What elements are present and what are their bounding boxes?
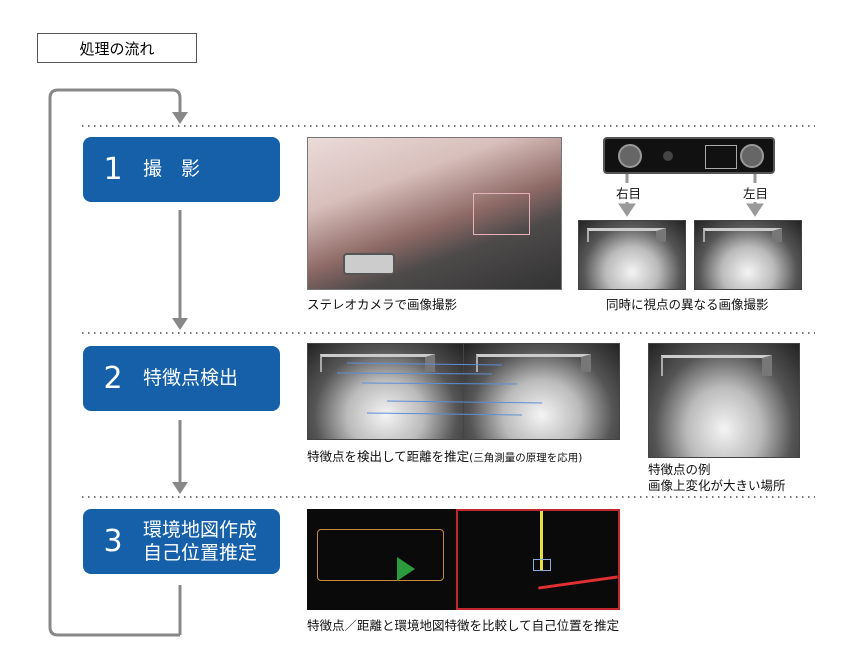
step-label: 自己位置推定: [143, 541, 258, 564]
trajectory-path: [317, 529, 444, 581]
example-caption-1: 特徴点の例: [648, 462, 711, 477]
detection-caption: 特徴点を検出して距離を推定(三角測量の原理を応用): [307, 446, 582, 465]
arrow-down-icon: [618, 203, 636, 217]
page-title: 処理の流れ: [37, 33, 197, 63]
render-caption: ステレオカメラで画像撮影: [307, 297, 458, 312]
step-label: 特徴点検出: [143, 367, 239, 389]
path-line: [540, 511, 543, 571]
right-eye-photo: [578, 220, 686, 290]
arrow-down-icon: [172, 482, 188, 494]
step-label: 撮 影: [143, 158, 201, 180]
step-1-box: 1 撮 影: [83, 137, 280, 202]
left-eye-label: 左目: [743, 183, 769, 202]
step-label: 環境地図作成: [143, 518, 258, 541]
camera-frustum-icon: [397, 557, 415, 581]
left-eye-photo: [694, 220, 802, 290]
example-caption-2: 画像上変化が大きい場所: [648, 478, 786, 493]
robot-icon: [343, 253, 395, 275]
step-number: 2: [103, 361, 123, 396]
scan-line: [538, 575, 618, 590]
localization-caption: 特徴点／距離と環境地図特徴を比較して自己位置を推定: [307, 618, 620, 633]
right-lens-icon: [618, 144, 642, 168]
arrow-down-icon: [172, 318, 188, 330]
wireframe-box: [473, 193, 530, 235]
pair-caption: 同時に視点の異なる画像撮影: [606, 297, 769, 312]
ir-module-icon: [705, 145, 737, 169]
right-eye-label: 右目: [616, 183, 642, 202]
localization-map-image: [456, 509, 620, 610]
arrow-down-icon: [172, 112, 188, 124]
robot-pose-box: [533, 559, 551, 571]
step-3-box: 3 環境地図作成自己位置推定: [83, 509, 280, 574]
left-lens-icon: [740, 144, 764, 168]
step-number: 3: [103, 524, 123, 559]
caption-main: 特徴点を検出して距離を推定: [307, 449, 470, 464]
sensor-icon: [663, 151, 673, 161]
stereo-camera-image: [603, 137, 775, 174]
step-2-box: 2 特徴点検出: [83, 346, 280, 411]
step-number: 1: [103, 152, 123, 187]
robot-render-image: [307, 137, 562, 290]
feature-example-photo: [648, 343, 800, 458]
right-feature-photo: [463, 343, 620, 440]
environment-map-image: [307, 509, 456, 610]
feature-match-lines: [336, 362, 543, 416]
caption-note: (三角測量の原理を応用): [469, 452, 583, 464]
loop-line: [48, 88, 182, 637]
arrow-down-icon: [746, 203, 764, 217]
